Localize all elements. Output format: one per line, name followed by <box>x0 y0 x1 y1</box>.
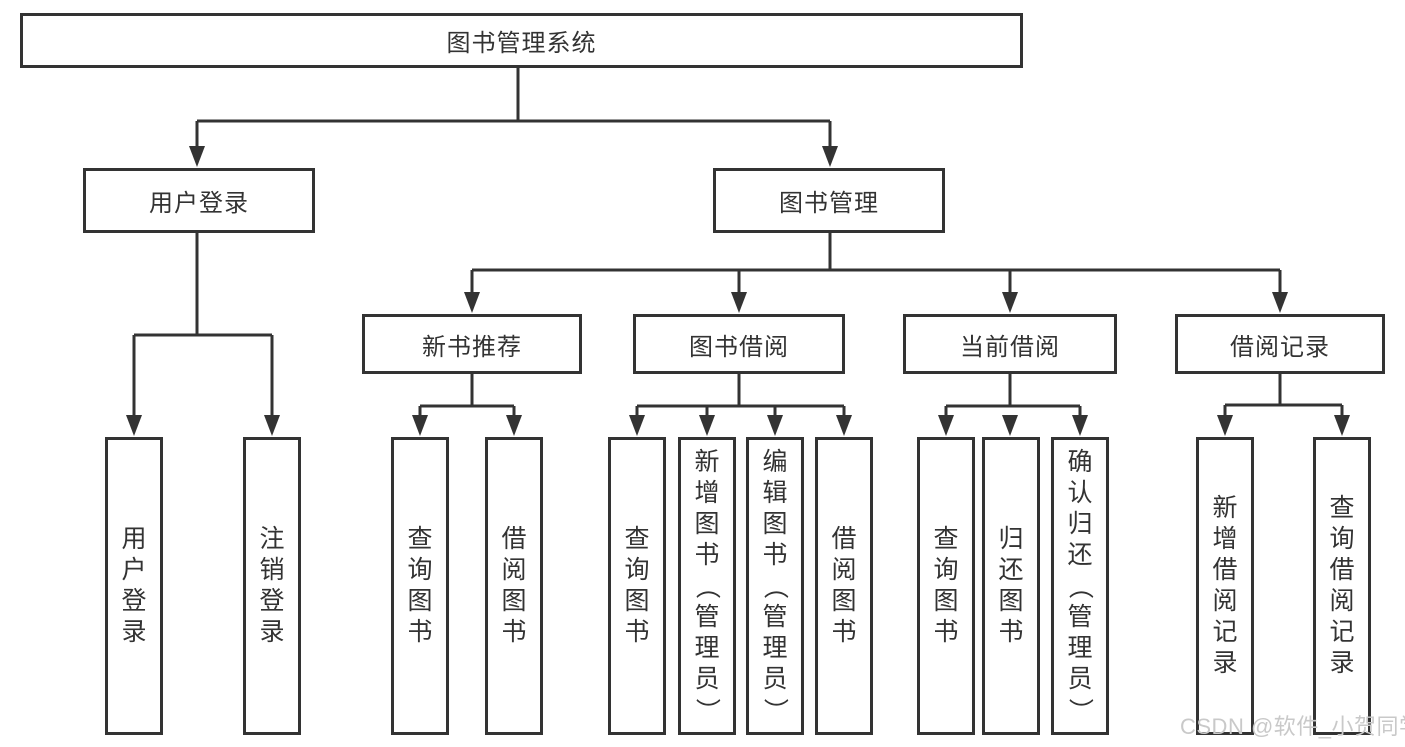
node-borrow-record-label: 借阅记录 <box>1230 333 1330 361</box>
leaf-bb-borrow-book: 借阅图书 <box>815 437 873 735</box>
leaf-cb-query-book-label: 查询图书 <box>933 525 959 646</box>
node-new-book-recommend: 新书推荐 <box>362 314 582 374</box>
leaf-cb-confirm-return: 确认归还（管理员） <box>1051 437 1109 735</box>
leaf-bb-edit-book: 编辑图书（管理员） <box>746 437 804 735</box>
leaf-br-add-record-label: 新增借阅记录 <box>1212 494 1238 677</box>
leaf-bb-borrow-book-label: 借阅图书 <box>831 525 857 646</box>
node-user-login-label: 用户登录 <box>149 190 249 217</box>
edge-lines <box>132 68 1344 416</box>
leaf-br-add-record: 新增借阅记录 <box>1196 437 1254 735</box>
node-book-borrow: 图书借阅 <box>633 314 845 374</box>
node-borrow-record: 借阅记录 <box>1175 314 1385 374</box>
node-root: 图书管理系统 <box>20 13 1023 68</box>
leaf-bb-query-book-label: 查询图书 <box>624 525 650 646</box>
leaf-rec-query-book-label: 查询图书 <box>407 525 433 646</box>
leaf-rec-borrow-book-label: 借阅图书 <box>501 525 527 646</box>
node-new-book-recommend-label: 新书推荐 <box>422 333 522 361</box>
leaf-bb-edit-book-label: 编辑图书（管理员） <box>761 447 790 723</box>
leaf-cb-query-book: 查询图书 <box>917 437 975 735</box>
node-book-management-label: 图书管理 <box>779 190 879 217</box>
leaf-br-query-record: 查询借阅记录 <box>1313 437 1371 735</box>
node-root-label: 图书管理系统 <box>446 30 597 57</box>
node-book-borrow-label: 图书借阅 <box>689 333 789 361</box>
leaf-bb-add-book-label: 新增图书（管理员） <box>693 447 722 723</box>
csdn-watermark: CSDN @软件_小贺同学 <box>1180 714 1405 739</box>
leaf-rec-borrow-book: 借阅图书 <box>485 437 543 735</box>
leaf-user-login-label: 用户登录 <box>121 525 147 646</box>
node-book-management: 图书管理 <box>713 168 945 233</box>
leaf-br-query-record-label: 查询借阅记录 <box>1329 494 1355 677</box>
leaf-logout-label: 注销登录 <box>259 525 285 646</box>
leaf-bb-add-book: 新增图书（管理员） <box>678 437 736 735</box>
leaf-cb-confirm-return-label: 确认归还（管理员） <box>1066 447 1095 723</box>
node-user-login: 用户登录 <box>83 168 315 233</box>
leaf-logout: 注销登录 <box>243 437 301 735</box>
leaf-cb-return-book-label: 归还图书 <box>998 525 1024 646</box>
node-current-borrow-label: 当前借阅 <box>960 333 1060 361</box>
leaf-bb-query-book: 查询图书 <box>608 437 666 735</box>
leaf-user-login: 用户登录 <box>105 437 163 735</box>
leaf-rec-query-book: 查询图书 <box>391 437 449 735</box>
arrow-heads <box>126 146 1350 436</box>
leaf-cb-return-book: 归还图书 <box>982 437 1040 735</box>
node-current-borrow: 当前借阅 <box>903 314 1117 374</box>
